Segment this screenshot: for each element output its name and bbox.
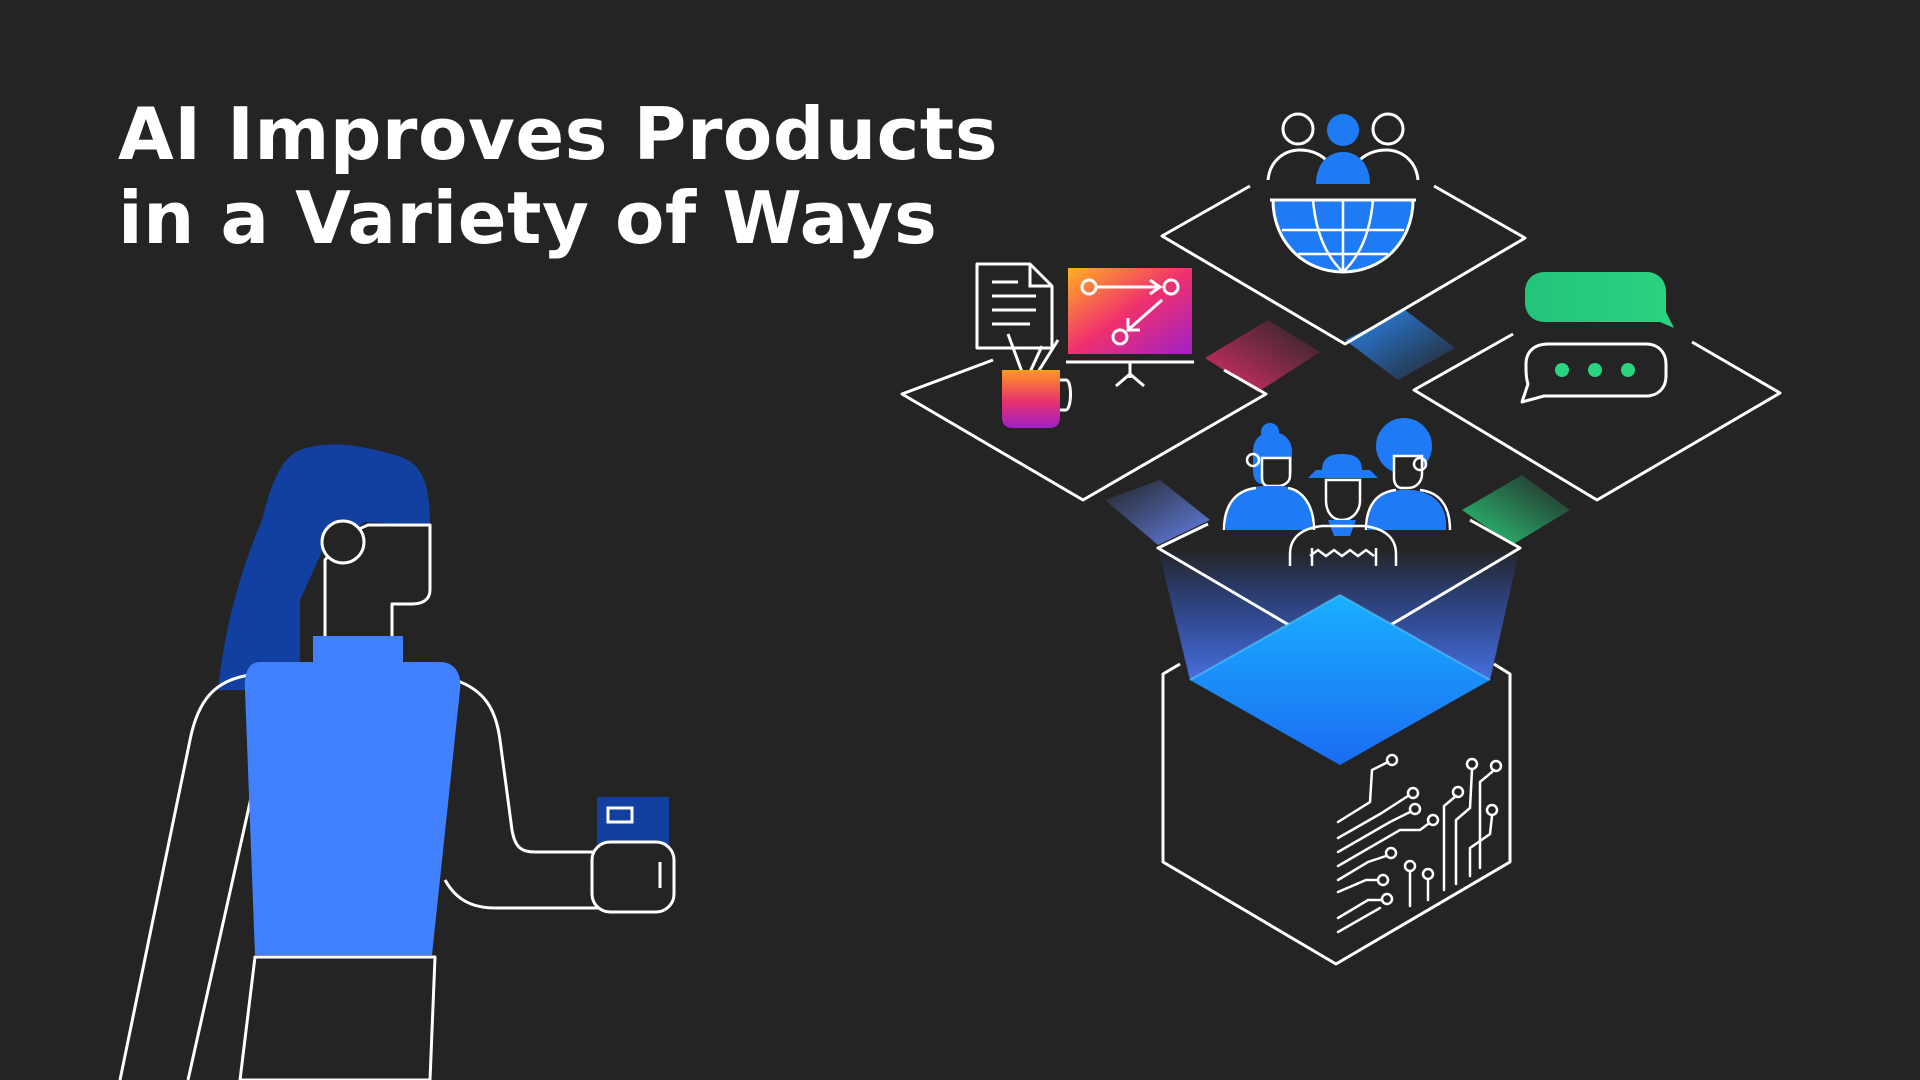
global-team-icon — [1266, 112, 1420, 274]
pencil-cup-icon — [1002, 333, 1072, 428]
right-panel — [1412, 332, 1782, 502]
person-with-phone-illustration — [118, 444, 676, 1080]
presentation-board-icon — [1066, 268, 1194, 388]
top-panel — [1160, 184, 1527, 346]
document-icon — [975, 262, 1054, 350]
people-group-icon — [1222, 418, 1452, 566]
circuit-icon — [1336, 753, 1503, 934]
globe-icon — [1270, 198, 1416, 274]
left-panel — [900, 358, 1268, 502]
headline-line-1: AI Improves Products — [118, 92, 999, 176]
chat-bubbles-icon — [1520, 272, 1674, 404]
headline: AI Improves Products in a Variety of Way… — [118, 92, 998, 260]
ai-box-icon — [1156, 518, 1522, 966]
headline-line-2: in a Variety of Ways — [118, 176, 938, 260]
